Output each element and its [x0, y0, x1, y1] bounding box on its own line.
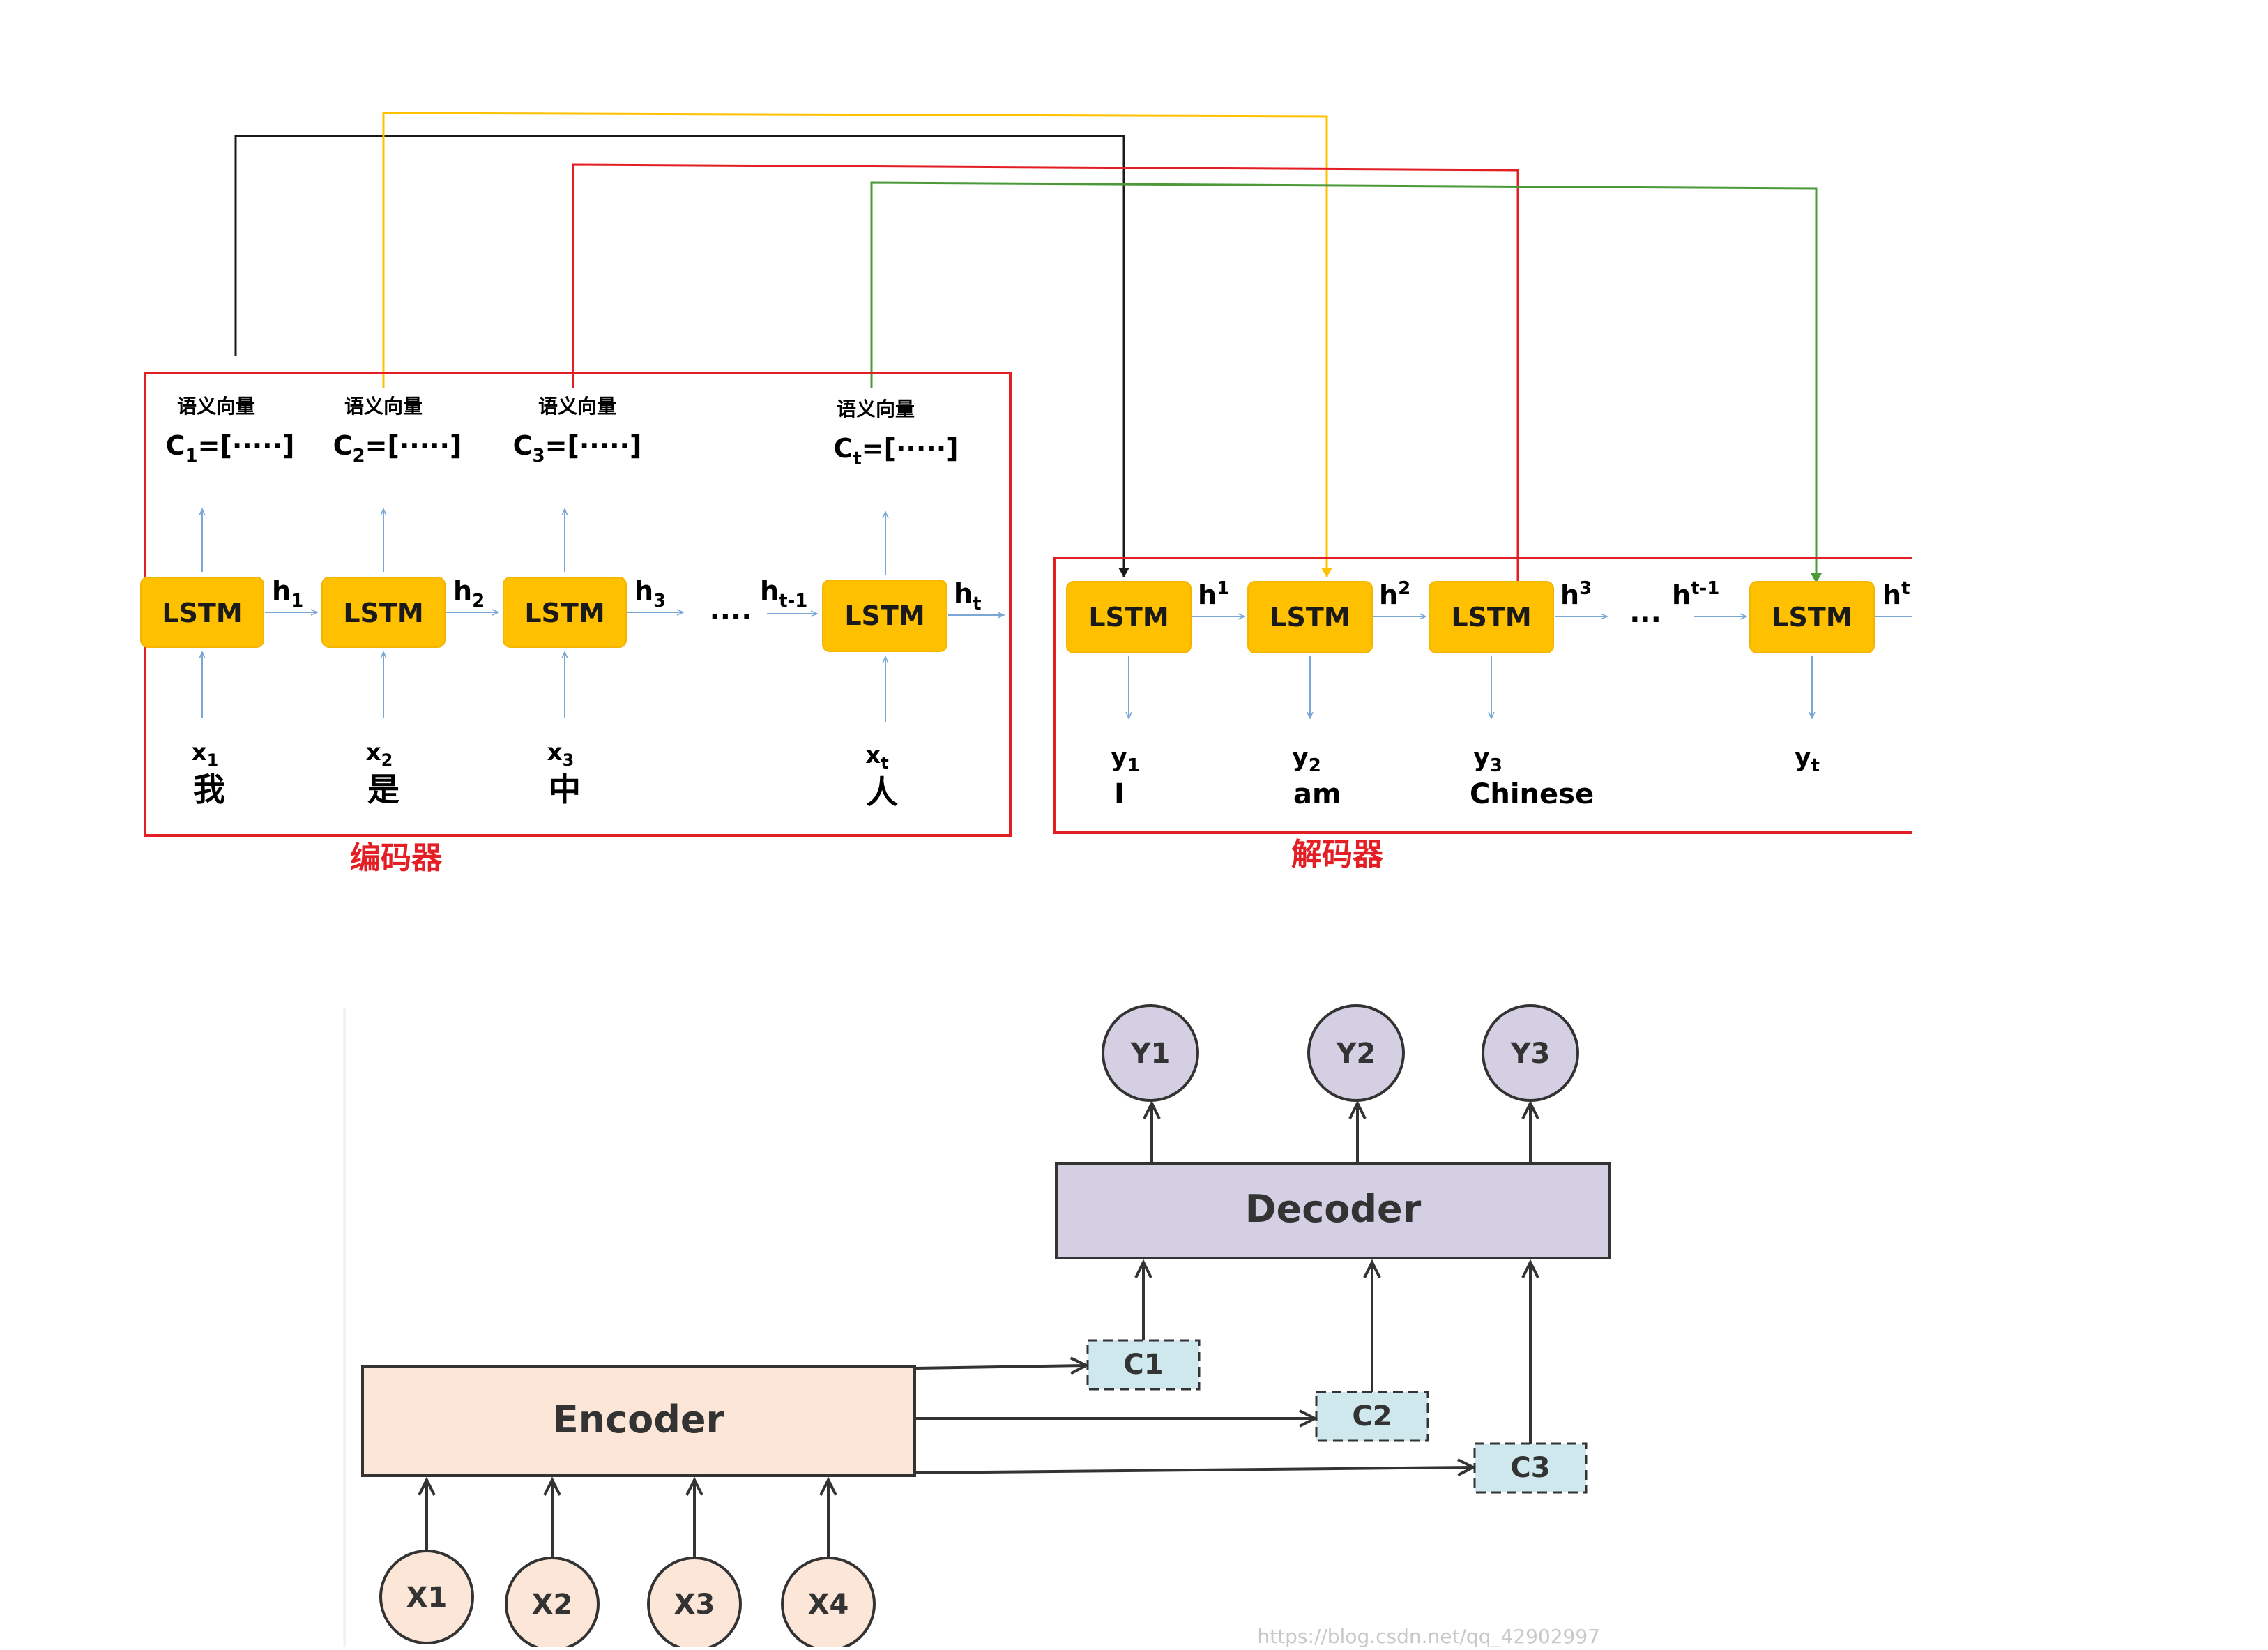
link-c1-to-decoder-1: [234, 135, 1129, 577]
input-node-x1: [379, 1550, 474, 1644]
context-label-c1: C1: [1123, 1349, 1163, 1381]
input-word-1: 我: [193, 771, 225, 808]
hidden-state-d1: h1: [1198, 578, 1229, 610]
hidden-state-dt: ht: [1882, 578, 1910, 610]
input-label-x3: X3: [674, 1589, 715, 1621]
lstm-label: LSTM: [162, 598, 242, 628]
input-node-x2: [505, 1557, 600, 1650]
input-node-x4: [781, 1557, 876, 1650]
output-label-y2: Y2: [1336, 1038, 1376, 1070]
link-ct-to-decoder-t: [870, 181, 1822, 583]
lstm-label: LSTM: [1451, 602, 1531, 633]
decoder-box: [1053, 557, 1912, 834]
encoder-cell-2: 语义向量 C2=[·····] LSTM x2 是 h2: [321, 395, 498, 808]
lstm-label: LSTM: [1270, 602, 1350, 633]
encoder-block-label: Encoder: [553, 1398, 725, 1441]
lstm-decoder-1: [1066, 581, 1192, 653]
hidden-state-d3: h3: [1560, 578, 1592, 610]
semantic-vector-label: 语义向量: [177, 395, 255, 418]
decoder-title: 解码器: [1291, 837, 1384, 872]
lstm-label: LSTM: [343, 598, 423, 628]
hidden-state-h2: h2: [453, 575, 485, 612]
context-label-c2: C2: [1352, 1400, 1392, 1432]
output-y1: y1: [1111, 743, 1140, 776]
output-label-y1: Y1: [1130, 1038, 1171, 1070]
lstm-decoder-3: [1429, 581, 1554, 653]
hidden-state-d-t-minus-1: ht-1: [1672, 578, 1719, 610]
link-c3-to-decoder-3: [572, 163, 1523, 591]
decoder-cell-t: LSTM ht yt: [1749, 578, 1912, 776]
encoder-block: [361, 1365, 916, 1477]
output-y3: y3: [1473, 743, 1502, 776]
input-label-x1: X1: [406, 1582, 448, 1614]
lstm-decoder-2: [1247, 581, 1373, 653]
context-vector-c2: C2=[·····]: [333, 430, 462, 467]
lstm-encoder-3: [503, 577, 627, 648]
context-label-c3: C3: [1510, 1452, 1550, 1484]
hidden-state-h-t-minus-1: ht-1: [760, 575, 807, 612]
input-label-x2: X2: [532, 1589, 573, 1621]
hidden-state-ht: ht: [954, 578, 982, 614]
decoder-cell-3: LSTM h3 y3 Chinese: [1429, 578, 1607, 810]
bottom-diagram: Y1 Y2 Y3 Decoder C1 C2 C3 Encoder: [343, 1004, 1611, 1650]
encoder-cell-1: 语义向量 C1=[·····] LSTM x1 我 h1: [140, 395, 317, 808]
lstm-label: LSTM: [844, 600, 924, 631]
lstm-encoder-1: [140, 577, 264, 648]
hidden-state-h1: h1: [272, 575, 303, 612]
input-node-x3: [647, 1557, 742, 1650]
lstm-label: LSTM: [1088, 602, 1169, 633]
lstm-encoder-t: [822, 580, 947, 652]
input-word-2: 是: [367, 771, 399, 808]
context-vector-c3: C3=[·····]: [513, 430, 642, 467]
encoder-cell-t: 语义向量 Ct=[·····] LSTM xt 人 ht: [822, 398, 1004, 811]
output-word-1: I: [1114, 778, 1125, 810]
hidden-state-d2: h2: [1379, 578, 1410, 610]
encoder-ellipsis: ....: [710, 594, 752, 626]
semantic-vector-label: 语义向量: [344, 395, 423, 418]
encoder-title: 编码器: [350, 840, 443, 876]
decoder-cell-1: LSTM h1 y1 I: [1066, 578, 1245, 810]
decoder-block-label: Decoder: [1245, 1187, 1422, 1231]
semantic-vector-label: 语义向量: [837, 398, 915, 421]
lstm-encoder-2: [321, 577, 446, 648]
input-word-t: 人: [866, 773, 898, 811]
lstm-label: LSTM: [1772, 602, 1852, 633]
output-yt: yt: [1795, 743, 1820, 776]
arrow-encoder-to-c1: [914, 1365, 1086, 1368]
input-word-3: 中: [549, 771, 581, 808]
decoder-block: [1055, 1162, 1611, 1259]
hidden-state-h3: h3: [634, 575, 666, 612]
arrow-encoder-to-c3: [914, 1467, 1473, 1473]
context-vector-c1: C1=[·····]: [166, 430, 295, 467]
decoder-cell-2: LSTM h2 y2 am: [1247, 578, 1426, 810]
decoder-ellipsis: ...: [1629, 597, 1661, 629]
watermark: https://blog.csdn.net/qq_42902997: [1257, 1625, 1600, 1647]
lstm-decoder-t: [1749, 581, 1875, 653]
input-xt: xt: [865, 741, 888, 773]
input-x3: x3: [547, 739, 574, 770]
input-x2: x2: [366, 739, 393, 770]
output-word-3: Chinese: [1470, 778, 1594, 810]
output-y2: y2: [1292, 743, 1321, 776]
input-label-x4: X4: [808, 1589, 849, 1621]
context-vector-ct: Ct=[·····]: [833, 433, 958, 469]
context-links: [234, 112, 1822, 591]
encoder-cell-3: 语义向量 C3=[·····] LSTM x3 中 h3: [503, 395, 683, 808]
link-c2-to-decoder-2: [382, 112, 1332, 577]
output-word-2: am: [1293, 778, 1341, 810]
input-x1: x1: [192, 739, 219, 770]
output-label-y3: Y3: [1510, 1038, 1551, 1070]
semantic-vector-label: 语义向量: [538, 395, 616, 418]
top-diagram: 编码器 解码器 语义向量 C1=[·····] LSTM x1 我 h1 语义向…: [140, 112, 1912, 876]
lstm-label: LSTM: [524, 598, 604, 628]
